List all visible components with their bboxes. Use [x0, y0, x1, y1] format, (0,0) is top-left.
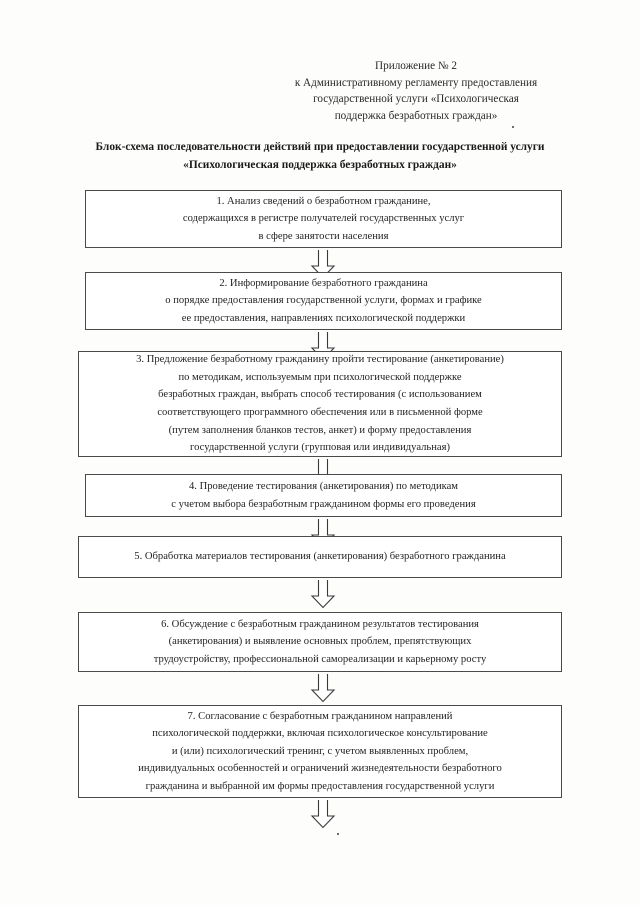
appendix-line-3: государственной услуги «Психологическая — [313, 93, 519, 105]
flow-step-7-line-4: индивидуальных особенностей и ограничени… — [138, 763, 502, 775]
flow-step-5: 5. Обработка материалов тестирования (ан… — [78, 536, 562, 578]
flow-step-6: 6. Обсуждение с безработным гражданином … — [78, 612, 562, 672]
flow-step-3-line-1: 3. Предложение безработному гражданину п… — [136, 354, 504, 366]
flow-step-4-text: 4. Проведение тестирования (анкетировани… — [94, 478, 553, 513]
flow-step-7-text: 7. Согласование с безработным гражданино… — [87, 708, 553, 796]
flow-step-3-line-6: государственной услуги (групповая или ин… — [189, 442, 451, 454]
flow-step-3-line-5: (путем заполнения бланков тестов, анкет)… — [168, 424, 472, 436]
flow-arrow-7-continues — [310, 799, 336, 829]
flow-step-1: 1. Анализ сведений о безработном граждан… — [85, 190, 562, 248]
flow-step-4-line-1: 4. Проведение тестирования (анкетировани… — [188, 480, 459, 492]
flow-step-1-line-3: в сфере занятости населения — [258, 230, 389, 242]
flow-step-4-line-2: с учетом выбора безработным гражданином … — [171, 498, 476, 510]
appendix-line-4: поддержка безработных граждан» — [334, 109, 498, 122]
appendix-header: Приложение № 2 к Административному регла… — [232, 58, 600, 124]
scan-speck — [512, 126, 514, 128]
flow-step-2-text: 2. Информирование безработного гражданин… — [94, 275, 553, 328]
flow-step-7-line-3: и (или) психологический тренинг, с учето… — [171, 745, 469, 757]
page-title-line-2: «Психологическая поддержка безработных г… — [183, 159, 457, 171]
flow-step-2-line-1: 2. Информирование безработного гражданин… — [219, 277, 428, 289]
flow-step-6-text: 6. Обсуждение с безработным гражданином … — [87, 616, 553, 669]
flow-step-1-line-1: 1. Анализ сведений о безработном граждан… — [216, 195, 431, 207]
flow-step-2-line-2: о порядке предоставления государственной… — [165, 295, 482, 307]
flow-step-6-line-1: 6. Обсуждение с безработным гражданином … — [161, 618, 479, 630]
flow-step-6-line-2: (анкетирования) и выявление основных про… — [168, 636, 472, 648]
flow-step-3-line-3: безработных граждан, выбрать способ тест… — [158, 389, 482, 401]
flow-step-4: 4. Проведение тестирования (анкетировани… — [85, 474, 562, 517]
appendix-line-2: к Административному регламенту предостав… — [294, 76, 538, 89]
appendix-line-1: Приложение № 2 — [375, 60, 457, 72]
flow-step-3: 3. Предложение безработному гражданину п… — [78, 351, 562, 457]
flow-arrow-6-to-7 — [310, 673, 336, 703]
flow-step-3-line-2: по методикам, используемым при психологи… — [178, 371, 462, 383]
flow-step-2: 2. Информирование безработного гражданин… — [85, 272, 562, 330]
flow-step-7: 7. Согласование с безработным гражданино… — [78, 705, 562, 798]
flow-step-7-line-2: психологической поддержки, включая психо… — [152, 728, 488, 740]
flow-step-6-line-3: трудоустройству, профессиональной саморе… — [153, 653, 487, 665]
flow-step-2-line-3: ее предоставления, направлениях психолог… — [181, 312, 466, 324]
flow-step-7-line-5: гражданина и выбранной им формы предоста… — [145, 780, 495, 792]
flow-arrow-5-to-6 — [310, 579, 336, 609]
scan-speck — [337, 833, 339, 835]
flow-step-1-line-2: содержащихся в регистре получателей госу… — [182, 213, 465, 225]
flow-step-1-text: 1. Анализ сведений о безработном граждан… — [94, 193, 553, 246]
flow-step-5-line-1: 5. Обработка материалов тестирования (ан… — [134, 551, 506, 563]
page-title: Блок-схема последовательности действий п… — [28, 138, 612, 174]
flow-step-3-text: 3. Предложение безработному гражданину п… — [87, 351, 553, 457]
flow-step-3-line-4: соответствующего программного обеспечени… — [157, 407, 483, 418]
flow-step-5-text: 5. Обработка материалов тестирования (ан… — [87, 548, 553, 566]
page-title-line-1: Блок-схема последовательности действий п… — [95, 141, 545, 153]
flow-step-7-line-1: 7. Согласование с безработным гражданино… — [187, 710, 453, 722]
